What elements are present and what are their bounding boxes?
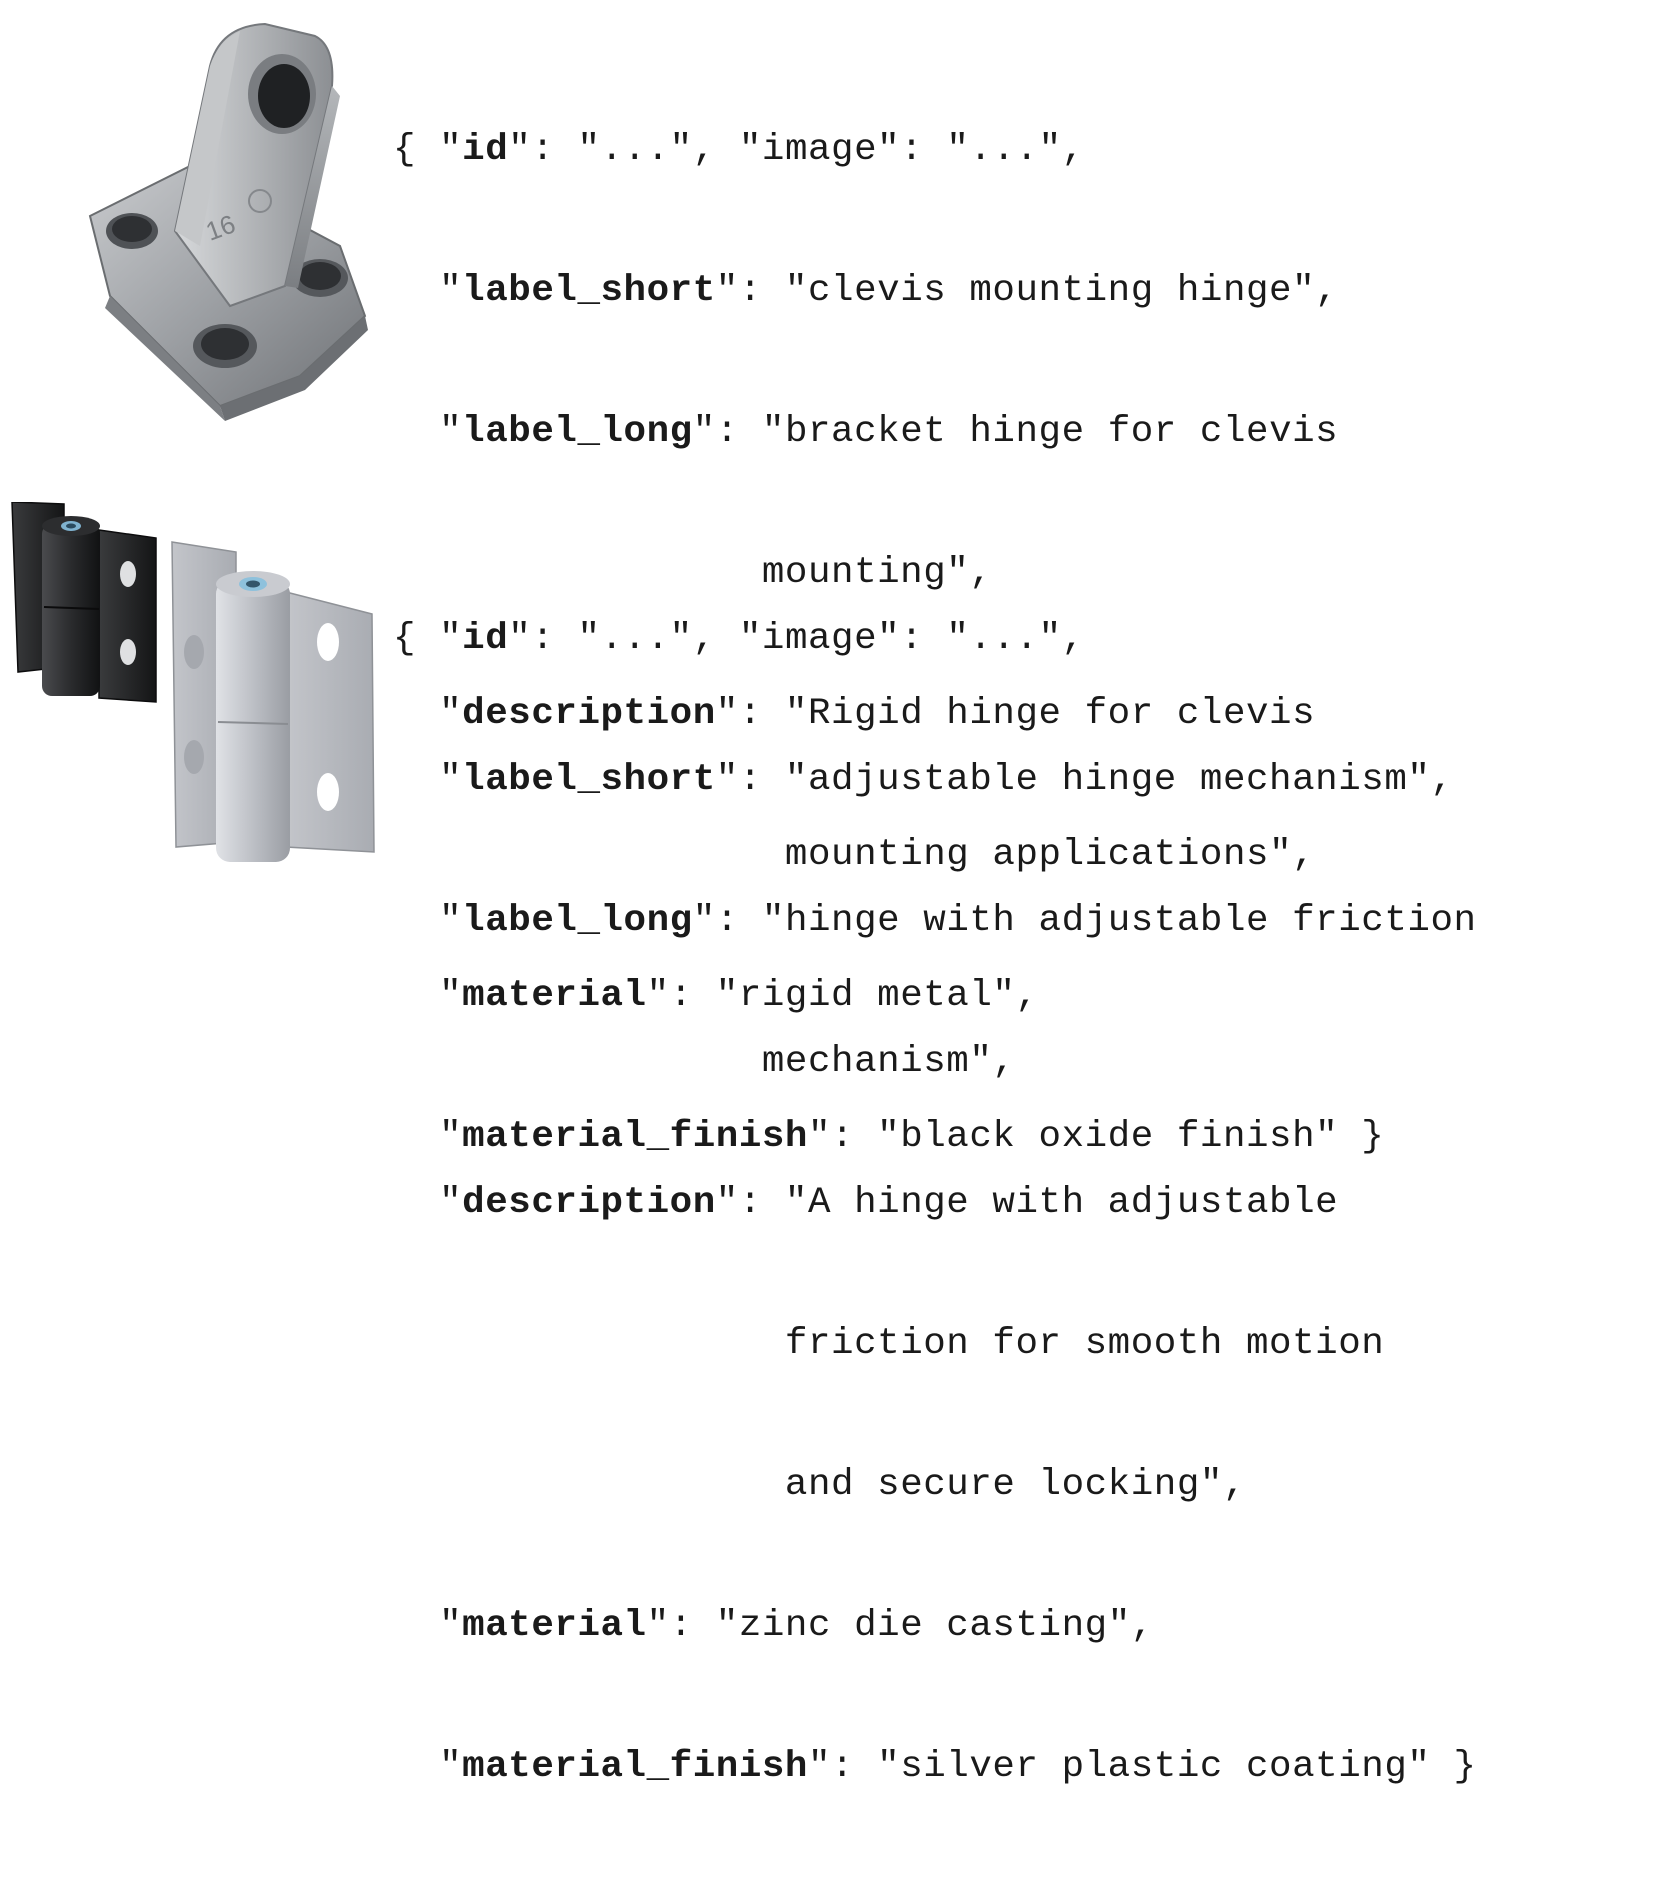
code-line-label-long: "label_long": "hinge with adjustable fri…	[393, 900, 1477, 942]
key-description: description	[462, 1182, 716, 1224]
key-image: image	[761, 618, 878, 660]
value-description-2: mounting applications	[784, 834, 1270, 876]
value-label-short: clevis mounting hinge	[807, 270, 1293, 312]
value-id: ...	[600, 129, 670, 171]
key-label-long: label_long	[462, 411, 693, 453]
value-material: zinc die casting	[738, 1605, 1108, 1647]
value-label-long-2: mounting	[761, 552, 947, 594]
value-description-3: and secure locking	[784, 1464, 1200, 1506]
code-line-id-image: { "id": "...", "image": "...",	[393, 129, 1085, 171]
value-image: ...	[969, 129, 1039, 171]
code-line-id-image: { "id": "...", "image": "...",	[393, 618, 1085, 660]
value-description-2: friction for smooth motion	[784, 1323, 1385, 1365]
code-line-material-finish: "material_finish": "silver plastic coati…	[393, 1746, 1477, 1788]
code-line-description: "description": "Rigid hinge for clevis	[393, 693, 1316, 735]
value-label-long-1: hinge with adjustable friction	[784, 900, 1477, 942]
code-line-label-long-cont: mounting",	[761, 552, 993, 594]
key-material-finish: material_finish	[462, 1746, 808, 1788]
record-code-block: { "id": "...", "image": "...", "label_sh…	[393, 522, 1477, 1885]
key-label-short: label_short	[462, 270, 716, 312]
code-line-label-long-cont: mechanism",	[761, 1041, 1016, 1083]
code-line-description-cont: mounting applications",	[784, 834, 1316, 876]
value-label-short: adjustable hinge mechanism	[807, 759, 1408, 801]
code-line-label-short: "label_short": "clevis mounting hinge",	[393, 270, 1339, 312]
value-description-1: A hinge with adjustable	[807, 1182, 1339, 1224]
clevis-bracket-hinge-icon: 16	[88, 22, 368, 421]
key-description: description	[462, 693, 716, 735]
code-line-description-cont-2: and secure locking",	[784, 1464, 1246, 1506]
code-line-description-cont: friction for smooth motion	[393, 1321, 1477, 1368]
code-line-label-long: "label_long": "bracket hinge for clevis	[393, 411, 1339, 453]
key-material: material	[462, 1605, 647, 1647]
value-id: ...	[600, 618, 670, 660]
key-image: image	[761, 129, 878, 171]
record-adjustable-hinge: { "id": "...", "image": "...", "label_sh…	[0, 490, 1662, 1788]
value-label-long-2: mechanism	[761, 1041, 970, 1083]
record-clevis-hinge: 16 { "id": "...", "image": "...", "label…	[0, 0, 1662, 1158]
adjustable-hinge-pair-icon	[11, 502, 375, 862]
value-material-finish: silver plastic coating	[900, 1746, 1408, 1788]
code-line-material: "material": "zinc die casting",	[393, 1605, 1154, 1647]
value-description-1: Rigid hinge for clevis	[807, 693, 1316, 735]
code-line-label-short: "label_short": "adjustable hinge mechani…	[393, 759, 1454, 801]
value-image: ...	[969, 618, 1039, 660]
value-label-long-1: bracket hinge for clevis	[784, 411, 1339, 453]
code-line-description: "description": "A hinge with adjustable	[393, 1182, 1339, 1224]
key-label-short: label_short	[462, 759, 716, 801]
key-label-long: label_long	[462, 900, 693, 942]
key-id: id	[462, 618, 509, 660]
key-id: id	[462, 129, 509, 171]
